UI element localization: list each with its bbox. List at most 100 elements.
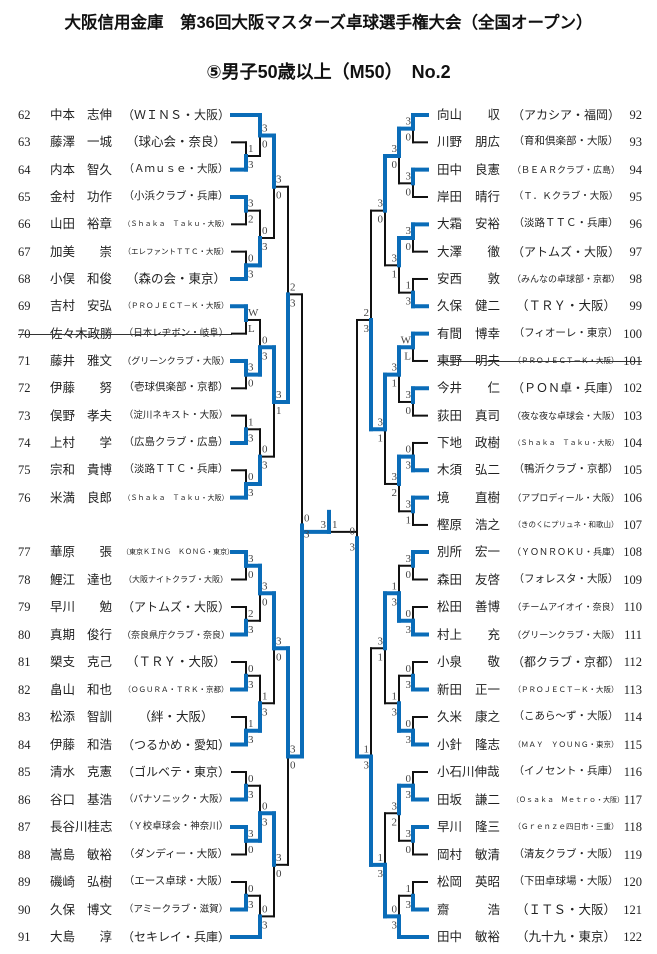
game-score: 3 [262,706,268,718]
player-family-name: 別所 [437,545,463,559]
seed-number: 120 [623,875,642,889]
game-score: 0 [406,132,412,144]
player-club: （アトムズ・大阪） [512,244,621,259]
game-score: 3 [392,143,398,155]
player-family-name: 下地 [437,435,463,450]
game-score: 3 [321,519,327,531]
game-score: 3 [392,362,398,374]
game-score: 0 [248,883,254,895]
player-club: （ＰＲＯＪＥＣＴ－Ｋ・大阪） [513,684,619,694]
player-family-name: 田坂 [437,792,463,807]
game-score: 3 [406,624,412,636]
game-score: 3 [406,828,412,840]
seed-number: 63 [18,135,31,150]
player-club: （パナソニック・大阪） [123,794,229,805]
player-given-name: 弘樹 [86,875,112,889]
player-club: （アミークラブ・滋賀） [123,904,229,915]
game-score: 0 [248,569,254,581]
seed-number: 62 [18,108,31,122]
player-given-name: 謙二 [474,792,500,807]
game-score: 3 [276,389,282,401]
game-score: 0 [350,525,356,537]
game-score: 0 [392,903,398,915]
player-club: （Ｔ．Ｋクラブ・大阪） [513,191,619,202]
player-club: （アプロディール・大阪） [512,492,620,503]
player-club: （ＭＡＹ ＹＯＵＮＧ・東京） [513,739,619,749]
game-score: 2 [392,816,398,828]
game-score: 0 [262,138,268,150]
player-family-name: 小石川伸哉 [437,765,500,779]
game-score: 3 [304,528,310,540]
game-score: 3 [248,159,254,171]
player-given-name: 晴行 [474,189,500,204]
game-score: 3 [392,471,398,483]
game-score: 3 [248,679,254,691]
game-score: 0 [406,773,412,785]
game-score: 3 [406,553,412,565]
player-family-name: 山田 [50,217,76,232]
game-score: 3 [406,789,412,801]
game-score: 3 [248,734,254,746]
seed-number: 86 [18,792,31,807]
game-score: 3 [248,487,254,499]
player-club: （夜な夜な卓球会・大阪） [512,410,621,421]
player-club: （こあら～ず・大阪） [513,711,619,722]
game-score: 3 [364,760,370,772]
game-score: L [248,323,255,335]
player-club: （球心会・奈良） [125,135,226,150]
player-club: （フォレスタ・大阪） [513,573,619,585]
player-club: （ＴＲＹ・大阪） [515,299,616,314]
player-family-name: 安西 [437,271,463,286]
player-family-name: 小泉 [437,655,463,669]
player-given-name: 健二 [474,299,500,314]
game-score: 0 [406,569,412,581]
seed-number: 72 [18,381,31,396]
game-score: 3 [276,852,282,864]
game-score: 0 [262,334,268,346]
player-family-name: 樫原 [437,517,463,532]
seed-number: 119 [623,847,642,862]
player-given-name: 英昭 [474,875,500,889]
game-score: 0 [290,760,296,772]
game-score: 1 [378,852,384,864]
player-family-name: 川野 [437,135,463,150]
player-club: （淀川ネキスト・大阪） [123,410,229,421]
game-score: 3 [378,635,384,647]
player-family-name: 齋 [437,902,450,917]
player-given-name: 崇 [99,244,112,259]
player-family-name: 中本 [50,108,76,122]
player-given-name: 雅文 [86,353,112,368]
game-score: 0 [276,868,282,880]
player-family-name: 藤井 [50,353,76,368]
game-score: 1 [364,744,370,756]
game-score: 0 [262,444,268,456]
player-given-name: 善博 [474,600,500,614]
player-family-name: 今井 [437,381,463,396]
seed-number: 88 [18,847,31,862]
tournament-title: 大阪信用金庫 第36回大阪マスターズ卓球選手権大会（全国オープン） [64,14,593,32]
player-club: （ＯＧＵＲＡ・ＴＲＫ・京都） [123,684,229,694]
player-club: （チームアイオイ・奈良） [512,602,620,612]
seed-number: 107 [623,517,642,532]
player-family-name: 小俣 [50,271,76,286]
seed-number: 110 [623,600,642,614]
player-given-name: 孝夫 [86,408,112,423]
player-club: （ＴＲＹ・大阪） [125,655,226,669]
seed-number: 92 [629,108,643,122]
player-given-name: 良憲 [474,162,500,177]
seed-number: 97 [629,244,643,259]
game-score: 3 [248,899,254,911]
game-score: 3 [262,919,268,931]
